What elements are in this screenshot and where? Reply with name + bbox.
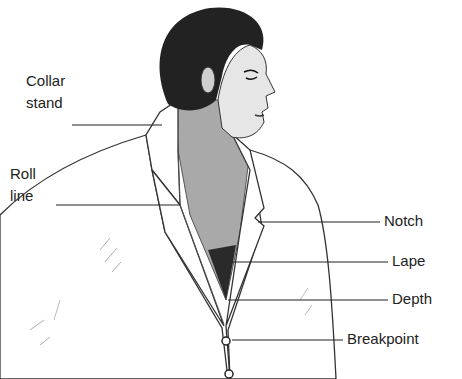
part-label: Collar stand [26,70,74,114]
leader-line [72,124,162,125]
button [222,337,230,345]
eye [244,70,258,79]
mouth [255,115,264,116]
roll-line [178,150,224,324]
leader-lines [56,125,388,340]
leader-line [232,261,388,262]
part-label: Depth [392,288,432,310]
shading [30,238,121,345]
part-label: Lape [392,250,425,272]
button [225,370,233,378]
part-label: Breakpoint [347,328,419,350]
shading [54,288,312,320]
ear [201,67,215,93]
leader-line [56,204,180,205]
leader-line [228,299,388,300]
leader-line [258,221,380,222]
lapel [226,134,264,326]
face [218,45,275,138]
part-label: Notch [384,210,423,232]
part-label: Roll line [10,163,50,207]
lapel [152,170,224,326]
leader-line [232,339,343,340]
